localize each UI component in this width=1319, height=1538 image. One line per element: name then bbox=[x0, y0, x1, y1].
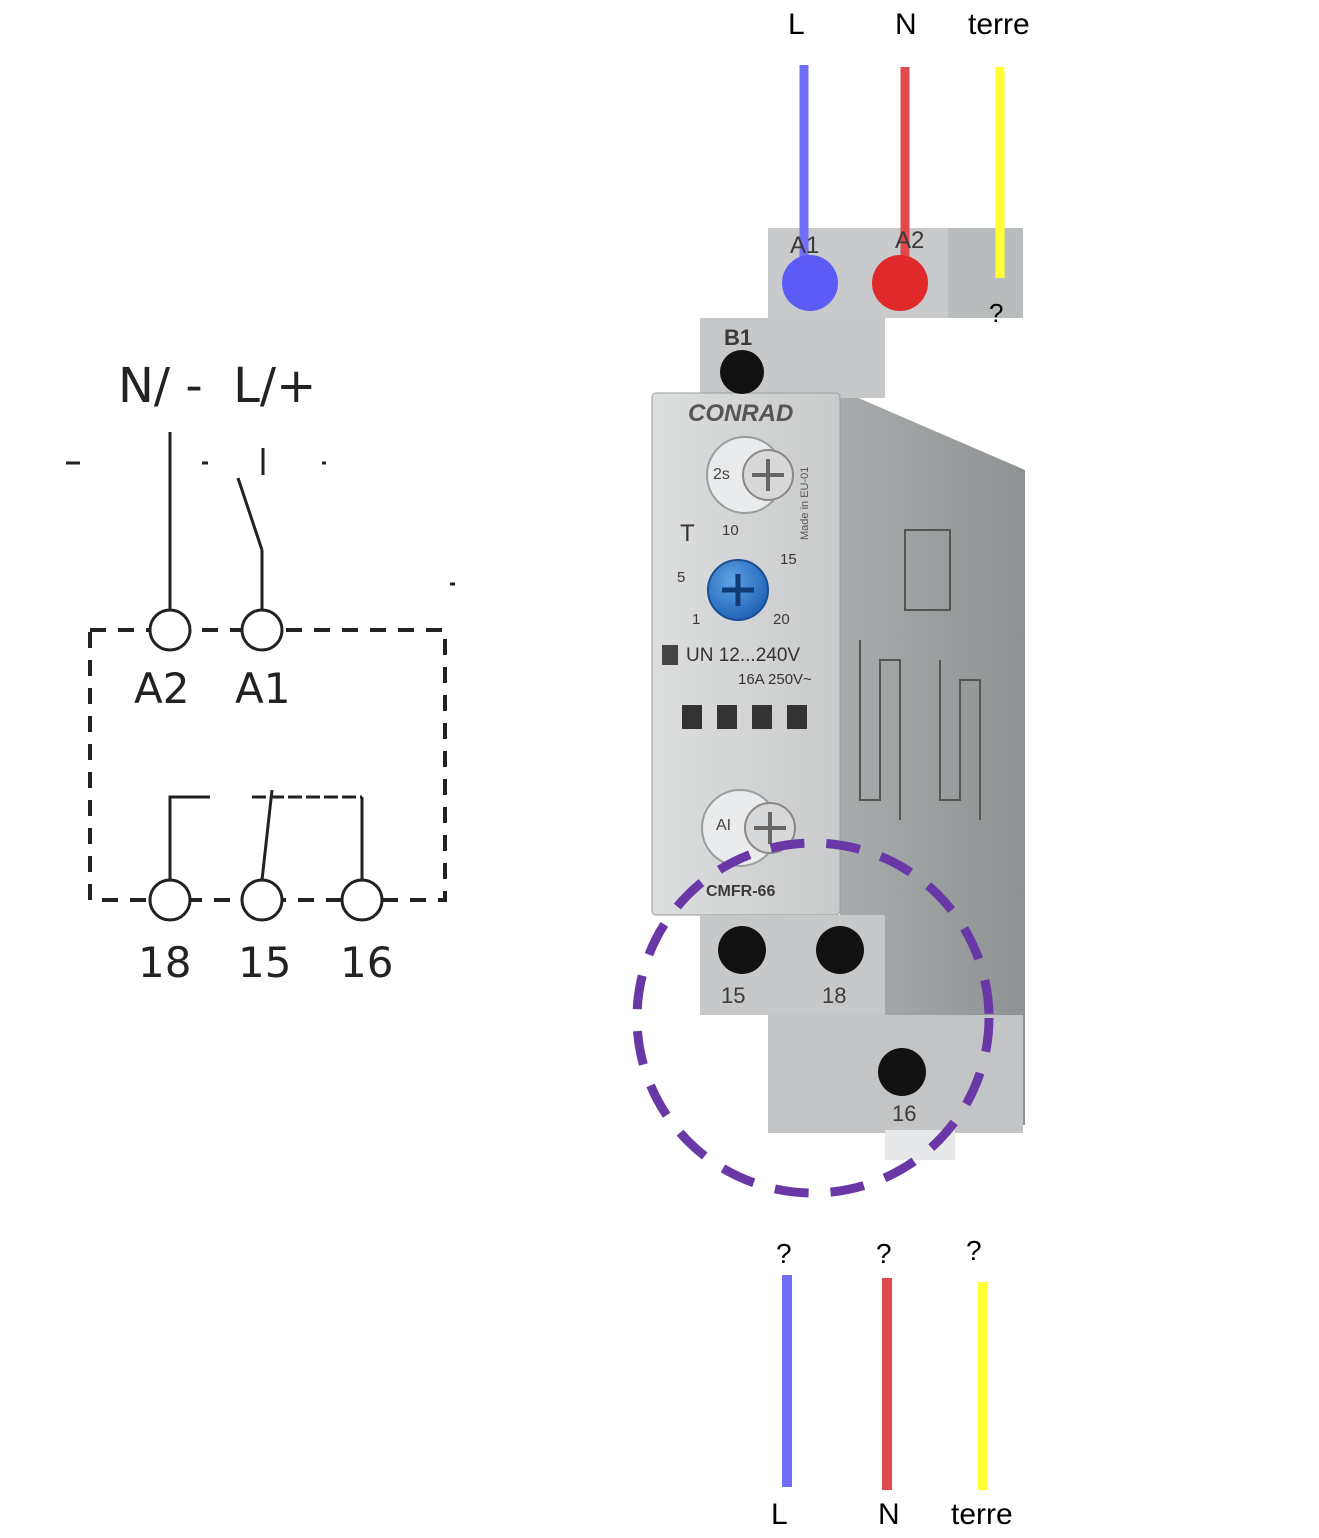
earth-connection-unknown-top: ? bbox=[989, 298, 1004, 328]
screw-hole-b1 bbox=[720, 350, 764, 394]
screw-hole-15 bbox=[718, 926, 766, 974]
live-label-top: L bbox=[788, 8, 805, 41]
time-scale-5: 5 bbox=[677, 569, 686, 586]
terminal-16-symbol bbox=[340, 878, 384, 922]
mode-knob-label: AI bbox=[716, 817, 732, 834]
live-terminal-a1 bbox=[782, 255, 838, 311]
time-label: T bbox=[680, 520, 695, 547]
time-scale-20: 20 bbox=[773, 611, 790, 628]
contact-rating: 16A 250V~ bbox=[738, 671, 812, 688]
schematic-label-16: 16 bbox=[340, 938, 394, 987]
function-knob-label: 2s bbox=[713, 466, 730, 483]
schematic-label-18: 18 bbox=[138, 938, 192, 987]
relay-device bbox=[651, 228, 1025, 1160]
screw-hole-18 bbox=[816, 926, 864, 974]
device-side-panel bbox=[840, 390, 1025, 1125]
schematic-supply-label: N/ - L/+ bbox=[118, 358, 317, 414]
status-led bbox=[662, 645, 678, 665]
device-terminal-a1: A1 bbox=[790, 232, 820, 259]
contact-nc-arm bbox=[168, 795, 210, 880]
earth-label-bottom: terre bbox=[951, 1498, 1013, 1531]
schematic-label-a1: A1 bbox=[235, 664, 291, 713]
led-window bbox=[787, 705, 807, 729]
neutral-connection-unknown: ? bbox=[876, 1238, 892, 1269]
screw-hole-16 bbox=[878, 1048, 926, 1096]
voltage-rating: UN 12...240V bbox=[686, 645, 801, 666]
terminal-a2-symbol bbox=[148, 608, 192, 652]
schematic-label-15: 15 bbox=[238, 938, 292, 987]
relay-schematic bbox=[66, 432, 455, 922]
schematic-label-a2: A2 bbox=[134, 664, 190, 713]
time-scale-15: 15 bbox=[780, 551, 797, 568]
led-window bbox=[717, 705, 737, 729]
neutral-label-top: N bbox=[895, 8, 917, 41]
terminal-a1-symbol bbox=[240, 608, 284, 652]
output-terminals-highlight bbox=[632, 838, 994, 1198]
neutral-label-bottom: N bbox=[878, 1498, 900, 1531]
live-connection-unknown: ? bbox=[776, 1238, 792, 1269]
supply-switch bbox=[236, 477, 264, 551]
device-terminal-b1: B1 bbox=[724, 325, 753, 350]
device-brand: CONRAD bbox=[688, 400, 794, 427]
live-label-bottom: L bbox=[771, 1498, 788, 1531]
device-model: CMFR-66 bbox=[706, 883, 776, 900]
earth-connection-unknown-bottom: ? bbox=[966, 1235, 982, 1266]
terminal-18-symbol bbox=[148, 878, 192, 922]
led-window bbox=[752, 705, 772, 729]
neutral-terminal-a2 bbox=[872, 255, 928, 311]
earth-label-top: terre bbox=[968, 8, 1030, 41]
device-terminal-16: 16 bbox=[892, 1101, 917, 1126]
contact-common-blade bbox=[260, 789, 274, 881]
terminal-15-symbol bbox=[240, 878, 284, 922]
device-terminal-a2: A2 bbox=[895, 227, 925, 254]
led-window bbox=[682, 705, 702, 729]
side-panel-diagram bbox=[859, 529, 981, 820]
device-terminal-15: 15 bbox=[721, 983, 746, 1008]
device-side-text: Made in EU-01 bbox=[799, 466, 811, 540]
device-terminal-18: 18 bbox=[822, 983, 847, 1008]
time-scale-1: 1 bbox=[692, 611, 701, 628]
time-scale-10: 10 bbox=[722, 522, 739, 539]
